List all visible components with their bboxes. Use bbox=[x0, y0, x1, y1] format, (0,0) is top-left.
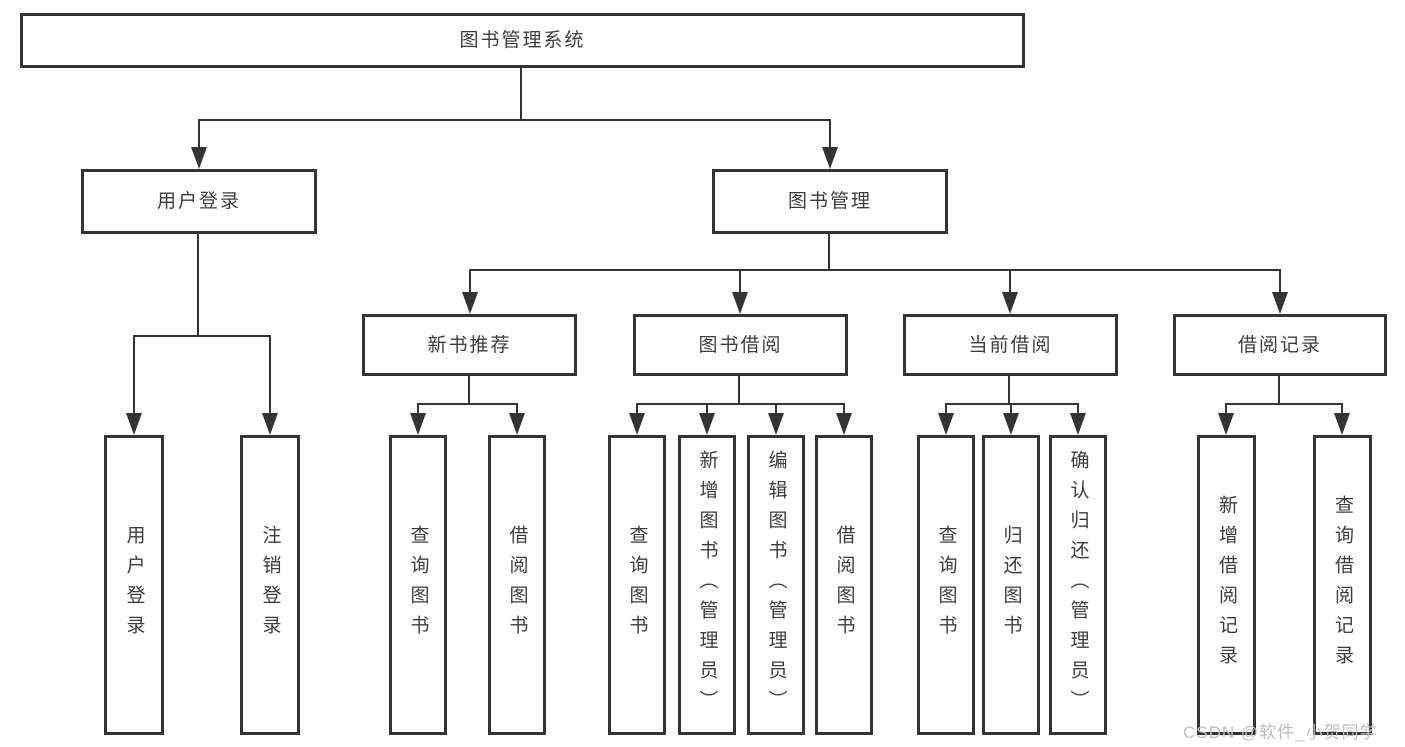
arrowhead-down-icon bbox=[462, 292, 478, 314]
arrowhead-down-icon bbox=[822, 147, 838, 169]
node-label: 图书管理系统 bbox=[459, 30, 586, 51]
leaf-logout: 注销登录 bbox=[240, 435, 300, 735]
connector-line-horizontal bbox=[133, 335, 271, 337]
leaf-query-books-recommend: 查询图书 bbox=[389, 435, 447, 735]
node-book-management: 图书管理 bbox=[712, 169, 948, 234]
node-book-borrowing: 图书借阅 bbox=[633, 314, 848, 376]
node-label: 借阅记录 bbox=[1237, 334, 1322, 356]
connector-line-vertical bbox=[469, 269, 471, 300]
connector-line-vertical bbox=[739, 269, 741, 300]
leaf-confirm-return-admin: 确认归还（管理员） bbox=[1049, 435, 1107, 735]
node-new-book-recommendation: 新书推荐 bbox=[362, 314, 577, 376]
node-label: 新书推荐 bbox=[427, 334, 512, 356]
connector-line-vertical bbox=[1341, 403, 1343, 421]
arrowhead-down-icon bbox=[1002, 292, 1018, 314]
arrowhead-down-icon bbox=[1218, 413, 1234, 435]
connector-line-vertical bbox=[133, 335, 135, 421]
arrowhead-down-icon bbox=[509, 413, 525, 435]
connector-line-horizontal bbox=[198, 119, 831, 121]
node-label: 查询图书 bbox=[626, 525, 648, 645]
connector-line-vertical bbox=[636, 403, 638, 421]
arrowhead-down-icon bbox=[836, 413, 852, 435]
arrowhead-down-icon bbox=[262, 413, 278, 435]
node-label: 查询图书 bbox=[935, 525, 957, 645]
node-label: 新增图书（管理员） bbox=[696, 450, 718, 720]
node-label: 新增借阅记录 bbox=[1216, 495, 1237, 675]
leaf-query-books-borrow: 查询图书 bbox=[608, 435, 666, 735]
connector-line-vertical bbox=[828, 234, 830, 271]
connector-line-vertical bbox=[829, 119, 831, 155]
leaf-borrow-books: 借阅图书 bbox=[815, 435, 873, 735]
arrowhead-down-icon bbox=[1272, 292, 1288, 314]
leaf-user-login: 用户登录 bbox=[104, 435, 164, 735]
arrowhead-down-icon bbox=[1070, 413, 1086, 435]
leaf-return-book: 归还图书 bbox=[982, 435, 1040, 735]
node-label: 用户登录 bbox=[123, 525, 145, 645]
arrowhead-down-icon bbox=[629, 413, 645, 435]
connector-line-vertical bbox=[269, 335, 271, 421]
arrowhead-down-icon bbox=[191, 147, 207, 169]
connector-line-vertical bbox=[1009, 269, 1011, 300]
node-library-management-system: 图书管理系统 bbox=[20, 13, 1025, 68]
node-label: 查询图书 bbox=[407, 525, 429, 645]
node-label: 图书管理 bbox=[787, 191, 872, 212]
leaf-query-books-current: 查询图书 bbox=[917, 435, 975, 735]
connector-line-vertical bbox=[1225, 403, 1227, 421]
node-current-borrowing: 当前借阅 bbox=[903, 314, 1118, 376]
connector-line-vertical bbox=[1278, 376, 1280, 405]
leaf-edit-book-admin: 编辑图书（管理员） bbox=[747, 435, 805, 735]
node-label: 注销登录 bbox=[259, 525, 281, 645]
node-label: 确认归还（管理员） bbox=[1067, 450, 1089, 720]
leaf-add-book-admin: 新增图书（管理员） bbox=[678, 435, 736, 735]
connector-line-horizontal bbox=[417, 403, 518, 405]
arrowhead-down-icon bbox=[1334, 413, 1350, 435]
connector-line-vertical bbox=[1077, 403, 1079, 421]
node-borrowing-records: 借阅记录 bbox=[1173, 314, 1387, 376]
connector-line-horizontal bbox=[636, 403, 845, 405]
arrowhead-down-icon bbox=[126, 413, 142, 435]
node-label: 图书借阅 bbox=[698, 334, 783, 356]
leaf-borrow-books-recommend: 借阅图书 bbox=[488, 435, 546, 735]
connector-line-vertical bbox=[738, 376, 740, 405]
arrowhead-down-icon bbox=[1003, 413, 1019, 435]
node-user-login: 用户登录 bbox=[81, 169, 317, 234]
arrowhead-down-icon bbox=[732, 292, 748, 314]
arrowhead-down-icon bbox=[768, 413, 784, 435]
node-label: 用户登录 bbox=[156, 191, 241, 212]
connector-line-vertical bbox=[843, 403, 845, 421]
connector-line-vertical bbox=[1279, 269, 1281, 300]
arrowhead-down-icon bbox=[938, 413, 954, 435]
connector-line-vertical bbox=[706, 403, 708, 421]
connector-line-vertical bbox=[1010, 403, 1012, 421]
leaf-query-borrow-record: 查询借阅记录 bbox=[1313, 435, 1372, 735]
connector-line-horizontal bbox=[469, 269, 1281, 271]
connector-line-vertical bbox=[945, 403, 947, 421]
leaf-add-borrow-record: 新增借阅记录 bbox=[1197, 435, 1256, 735]
node-label: 归还图书 bbox=[1000, 525, 1022, 645]
connector-line-horizontal bbox=[945, 403, 1079, 405]
connector-line-vertical bbox=[198, 119, 200, 155]
connector-line-horizontal bbox=[1225, 403, 1343, 405]
arrowhead-down-icon bbox=[699, 413, 715, 435]
connector-line-vertical bbox=[516, 403, 518, 421]
node-label: 当前借阅 bbox=[968, 334, 1053, 356]
connector-line-vertical bbox=[520, 68, 522, 121]
csdn-watermark: CSDN @软件_小贺同学 bbox=[1183, 723, 1378, 742]
connector-line-vertical bbox=[1008, 376, 1010, 405]
arrowhead-down-icon bbox=[410, 413, 426, 435]
connector-line-vertical bbox=[417, 403, 419, 421]
node-label: 借阅图书 bbox=[506, 525, 528, 645]
connector-line-vertical bbox=[197, 234, 199, 337]
node-label: 借阅图书 bbox=[833, 525, 855, 645]
node-label: 查询借阅记录 bbox=[1332, 495, 1353, 675]
connector-line-vertical bbox=[775, 403, 777, 421]
node-label: 编辑图书（管理员） bbox=[765, 450, 787, 720]
connector-line-vertical bbox=[468, 376, 470, 405]
